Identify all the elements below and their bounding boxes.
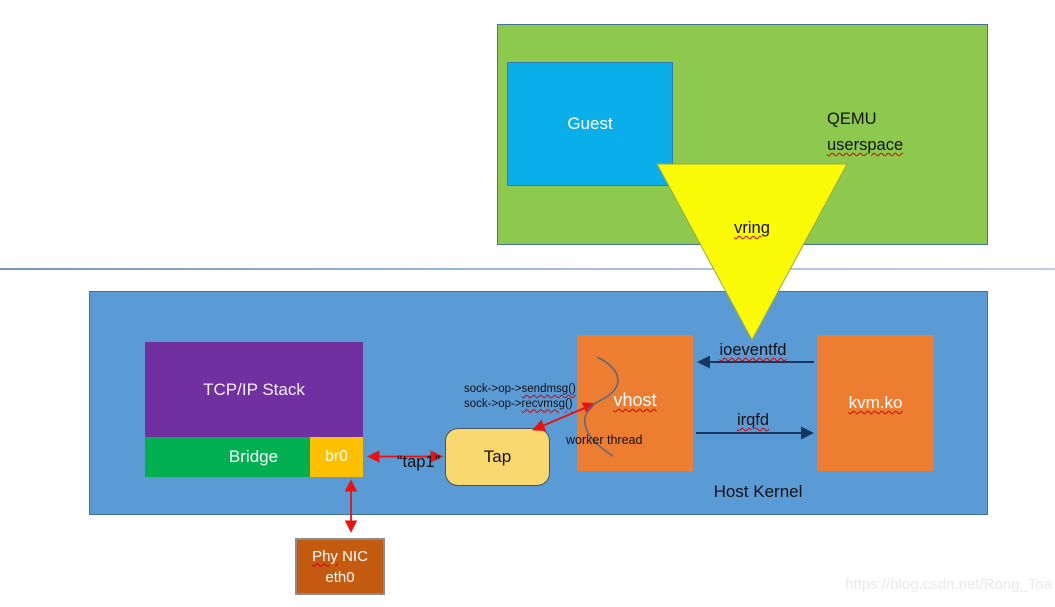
qemu-label-line1: QEMU <box>827 110 877 128</box>
tcpip-stack-label: TCP/IP Stack <box>203 379 305 399</box>
tap1-label: “tap1” <box>397 453 441 471</box>
tcpip-stack-box: TCP/IP Stack <box>145 342 363 437</box>
br0-box: br0 <box>310 437 363 477</box>
sock-sendmsg-line: sock->op->sendmsg() <box>464 383 576 395</box>
irqfd-label: irqfd <box>736 411 770 429</box>
watermark: https://blog.csdn.net/Rong_Toa <box>845 576 1052 593</box>
vhost-label: vhost <box>613 390 657 410</box>
br0-label: br0 <box>325 448 348 465</box>
qemu-userspace-label: QEMU userspace <box>827 106 903 158</box>
vring-label: vring <box>734 219 770 237</box>
sock-recvmsg-line: sock->op->recvmsg() <box>464 397 573 410</box>
phy-nic-label: Phy NIC <box>312 547 368 565</box>
guest-box: Guest <box>507 62 673 186</box>
kvm-ko-label: kvm.ko <box>848 393 903 412</box>
userspace-kernel-divider <box>0 268 1055 270</box>
kvm-ko-box: kvm.ko <box>817 335 934 471</box>
host-kernel-label: Host Kernel <box>713 482 803 501</box>
phy-nic-box: Phy NIC eth0 <box>295 538 385 595</box>
qemu-label-line2: userspace <box>827 136 904 154</box>
tap-box: Tap <box>445 428 550 486</box>
eth0-label: eth0 <box>325 568 355 586</box>
bridge-box: Bridge <box>145 437 310 477</box>
guest-label: Guest <box>567 114 613 133</box>
ioeventfd-label: ioeventfd <box>719 341 787 359</box>
sock-ops-label: sock->op->sendmsg() sock->op->recvmsg() <box>464 382 576 411</box>
worker-thread-label: worker thread <box>566 433 643 447</box>
bridge-label: Bridge <box>228 447 279 466</box>
tap-label: Tap <box>483 447 512 466</box>
